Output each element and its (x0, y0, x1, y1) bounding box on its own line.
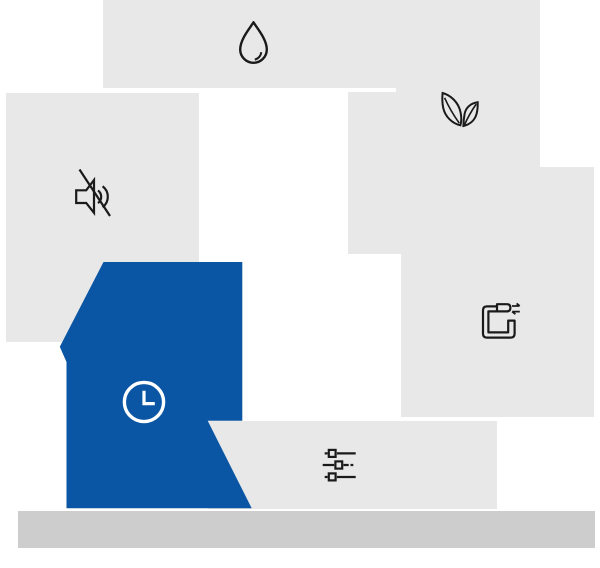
pipe-plug-swap-icon (481, 302, 521, 339)
bottom-bar (18, 511, 595, 548)
water-drop-icon (239, 21, 268, 64)
sliders-icon (322, 448, 356, 482)
tile-time-highlight[interactable] (59, 262, 253, 509)
leaves-icon (441, 91, 479, 128)
speaker-muted-icon (75, 168, 111, 217)
tile-water-connection[interactable] (401, 167, 594, 417)
tile-water[interactable] (103, 0, 540, 88)
clock-icon (122, 380, 166, 424)
tile-eco-bridge (396, 88, 540, 92)
